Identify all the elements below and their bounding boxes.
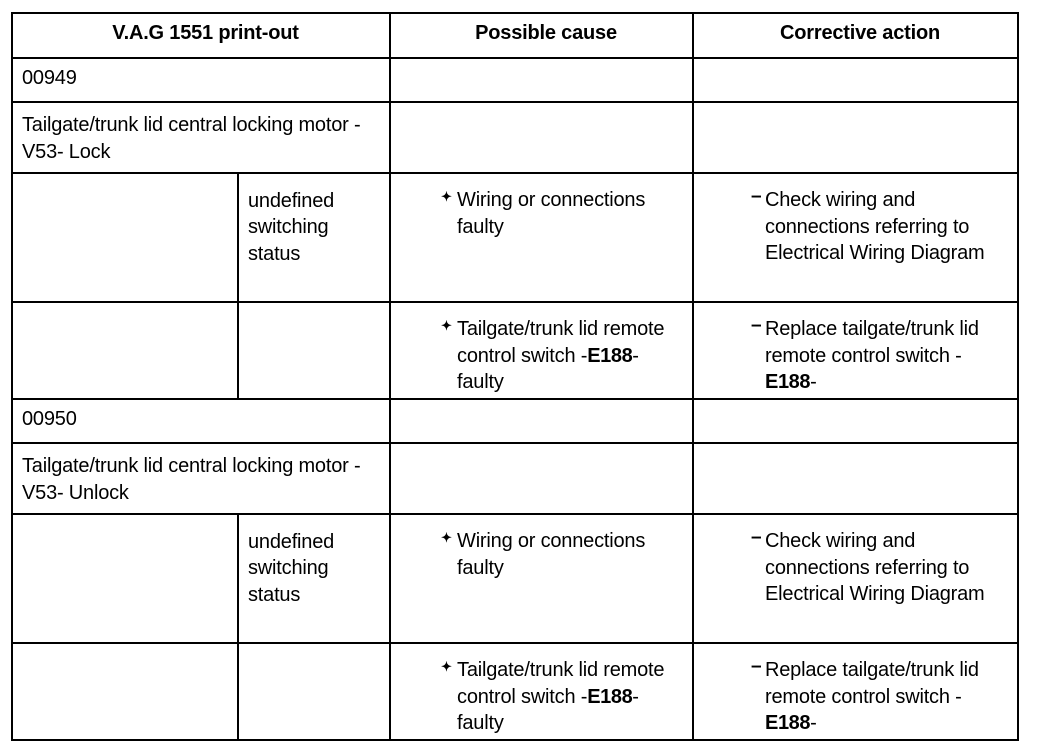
bullet-diamond-icon: ✦	[441, 318, 452, 333]
fault-code-cell: 00950	[10, 398, 392, 444]
empty-action-cell	[692, 442, 1020, 515]
possible-cause-cell: ✦ Tailgate/trunk lid remote control swit…	[389, 301, 695, 400]
possible-cause-text: Wiring or connections faulty	[457, 189, 646, 238]
table-row: ✦ Tailgate/trunk lid remote control swit…	[11, 301, 1020, 400]
switching-status-cell: undefined switching status	[236, 172, 392, 303]
list-item: ✦ Tailgate/trunk lid remote control swit…	[404, 657, 684, 737]
fault-code-table: V.A.G 1551 print-out Possible cause Corr…	[10, 12, 1020, 741]
corrective-action-list: – Check wiring and connections referring…	[694, 174, 1017, 267]
empty-status-cell	[236, 642, 392, 741]
list-item: – Check wiring and connections referring…	[707, 527, 1009, 608]
possible-cause-text: Tailgate/trunk lid remote control switch…	[457, 318, 665, 394]
table-header: V.A.G 1551 print-out Possible cause Corr…	[10, 12, 1020, 59]
corrective-action-list: – Replace tailgate/trunk lid remote cont…	[694, 644, 1017, 737]
corrective-action-text: Check wiring and connections referring t…	[765, 189, 985, 265]
corrective-action-cell: – Check wiring and connections referring…	[692, 513, 1020, 644]
column-header-corrective-action-label: Corrective action	[780, 22, 941, 44]
list-item: ✦ Tailgate/trunk lid remote control swit…	[404, 316, 684, 396]
corrective-action-list: – Check wiring and connections referring…	[694, 515, 1017, 608]
corrective-action-cell: – Replace tailgate/trunk lid remote cont…	[692, 301, 1020, 400]
column-header-possible-cause-label: Possible cause	[475, 22, 617, 44]
table-row: undefined switching status ✦ Wiring or c…	[11, 172, 1020, 303]
fault-description-text: Tailgate/trunk lid central locking motor…	[22, 455, 361, 504]
list-item: ✦ Wiring or connections faulty	[404, 528, 684, 581]
switching-status-text: undefined switching status	[248, 531, 335, 606]
possible-cause-list: ✦ Wiring or connections faulty	[391, 515, 692, 581]
possible-cause-cell: ✦ Wiring or connections faulty	[389, 513, 695, 644]
bullet-dash-icon: –	[751, 656, 762, 677]
list-item: – Replace tailgate/trunk lid remote cont…	[707, 656, 1009, 737]
empty-cause-cell	[389, 57, 695, 103]
empty-printout-cell	[11, 172, 239, 303]
bullet-dash-icon: –	[751, 527, 762, 548]
list-item: – Replace tailgate/trunk lid remote cont…	[707, 315, 1009, 396]
empty-cause-cell	[389, 442, 695, 515]
table-body: 00949 Tailgate/trunk lid central locking…	[10, 57, 1020, 741]
empty-printout-cell	[11, 513, 239, 644]
column-header-corrective-action: Corrective action	[692, 12, 1020, 59]
bullet-diamond-icon: ✦	[441, 530, 452, 545]
fault-code-text: 00950	[22, 408, 77, 430]
corrective-action-cell: – Check wiring and connections referring…	[692, 172, 1020, 303]
empty-printout-cell	[11, 301, 239, 400]
table-header-row: V.A.G 1551 print-out Possible cause Corr…	[10, 12, 1020, 59]
switching-status-cell: undefined switching status	[236, 513, 392, 644]
table-row: Tailgate/trunk lid central locking motor…	[10, 442, 1020, 515]
possible-cause-text: Wiring or connections faulty	[457, 530, 646, 579]
fault-description-text: Tailgate/trunk lid central locking motor…	[22, 114, 361, 163]
corrective-action-list: – Replace tailgate/trunk lid remote cont…	[694, 303, 1017, 396]
bullet-diamond-icon: ✦	[441, 659, 452, 674]
fault-code-cell: 00949	[10, 57, 392, 103]
possible-cause-cell: ✦ Tailgate/trunk lid remote control swit…	[389, 642, 695, 741]
possible-cause-list: ✦ Wiring or connections faulty	[391, 174, 692, 240]
possible-cause-list: ✦ Tailgate/trunk lid remote control swit…	[391, 303, 692, 396]
table-row: Tailgate/trunk lid central locking motor…	[10, 101, 1020, 174]
possible-cause-list: ✦ Tailgate/trunk lid remote control swit…	[391, 644, 692, 737]
possible-cause-cell: ✦ Wiring or connections faulty	[389, 172, 695, 303]
table-row: undefined switching status ✦ Wiring or c…	[11, 513, 1020, 644]
column-header-printout-label: V.A.G 1551 print-out	[112, 22, 299, 44]
corrective-action-text: Replace tailgate/trunk lid remote contro…	[765, 318, 979, 394]
corrective-action-text: Check wiring and connections referring t…	[765, 530, 985, 606]
fault-description-cell: Tailgate/trunk lid central locking motor…	[10, 101, 392, 174]
corrective-action-text: Replace tailgate/trunk lid remote contro…	[765, 659, 979, 735]
bullet-dash-icon: –	[751, 315, 762, 336]
empty-cause-cell	[389, 398, 695, 444]
empty-status-cell	[236, 301, 392, 400]
empty-cause-cell	[389, 101, 695, 174]
empty-action-cell	[692, 57, 1020, 103]
bullet-diamond-icon: ✦	[441, 189, 452, 204]
column-header-printout: V.A.G 1551 print-out	[10, 12, 392, 59]
column-header-possible-cause: Possible cause	[389, 12, 695, 59]
table-row: 00949	[10, 57, 1020, 103]
fault-description-cell: Tailgate/trunk lid central locking motor…	[10, 442, 392, 515]
table-row: ✦ Tailgate/trunk lid remote control swit…	[11, 642, 1020, 741]
possible-cause-text: Tailgate/trunk lid remote control switch…	[457, 659, 665, 735]
switching-status-text: undefined switching status	[248, 190, 335, 265]
fault-code-text: 00949	[22, 67, 77, 89]
corrective-action-cell: – Replace tailgate/trunk lid remote cont…	[692, 642, 1020, 741]
empty-action-cell	[692, 101, 1020, 174]
empty-action-cell	[692, 398, 1020, 444]
list-item: ✦ Wiring or connections faulty	[404, 187, 684, 240]
empty-printout-cell	[11, 642, 239, 741]
list-item: – Check wiring and connections referring…	[707, 186, 1009, 267]
bullet-dash-icon: –	[751, 186, 762, 207]
table-row: 00950	[10, 398, 1020, 444]
